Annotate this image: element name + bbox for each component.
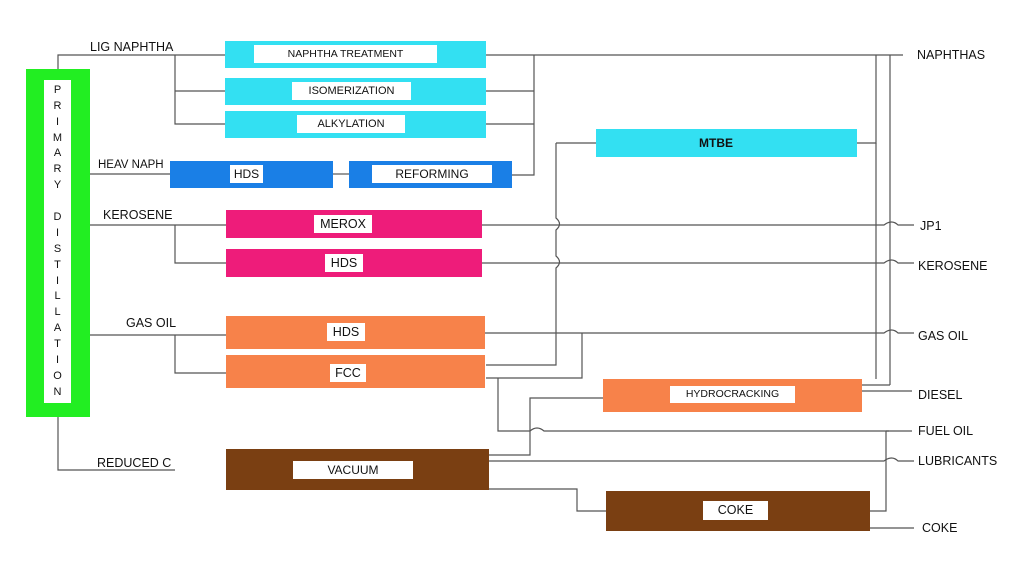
product-lubricants: LUBRICANTS <box>918 454 998 468</box>
isomerization-label: ISOMERIZATION <box>292 82 411 100</box>
distillation-letter: Y <box>53 179 62 192</box>
product-jp1: JP1 <box>920 219 942 233</box>
hds-to-gasoil-line <box>485 329 914 334</box>
distillation-letter: I <box>55 115 60 128</box>
hds-to-kerosene-line <box>482 259 914 264</box>
lig-naphtha-line <box>57 54 225 69</box>
product-naphthas: NAPHTHAS <box>917 48 986 62</box>
distillation-letter: N <box>53 385 62 398</box>
distillation-letter: P <box>53 83 62 96</box>
hds-kerosene-label: HDS <box>325 254 363 272</box>
hds-gas-oil-label: HDS <box>327 323 365 341</box>
distillation-letter: L <box>54 290 61 303</box>
merox-label: MEROX <box>314 215 372 233</box>
stream-kerosene: KEROSENE <box>103 208 173 222</box>
hydrocracking-label: HYDROCRACKING <box>670 386 795 403</box>
distillation-letter <box>56 196 59 207</box>
reduced-c-line <box>57 417 175 471</box>
product-kerosene: KEROSENE <box>918 259 988 273</box>
distillation-letter: T <box>54 338 61 351</box>
distillation-letter: A <box>53 322 62 335</box>
coke-unit-label: COKE <box>703 501 768 520</box>
distillation-letter: D <box>53 211 62 224</box>
reforming-label: REFORMING <box>372 165 492 183</box>
coke-outlets <box>870 431 914 529</box>
fcc-label: FCC <box>330 364 366 382</box>
hds-heavy-naphtha-label: HDS <box>230 165 263 183</box>
mtbe-label: MTBE <box>690 134 742 152</box>
stream-heav-naph: HEAV NAPH <box>98 159 164 171</box>
stream-reduced-c: REDUCED C <box>97 456 172 470</box>
distillation-letter: I <box>55 226 60 239</box>
vacuum-to-lubricants-line <box>489 457 914 462</box>
distillation-letter: I <box>55 274 60 287</box>
stream-gas-oil: GAS OIL <box>126 316 177 330</box>
product-gas-oil: GAS OIL <box>918 329 969 343</box>
vacuum-label: VACUUM <box>293 461 413 479</box>
product-coke: COKE <box>922 521 958 535</box>
naphtha-collector <box>486 54 903 176</box>
distillation-letter: L <box>54 306 61 319</box>
vacuum-to-hydrocracking-line <box>489 397 603 456</box>
hydrocracking-to-diesel-line <box>862 143 912 392</box>
gas-oil-lines <box>90 334 226 374</box>
lig-naphtha-branches <box>174 55 225 125</box>
distillation-letter: T <box>54 258 61 271</box>
distillation-letter: O <box>53 369 62 382</box>
distillation-letter: R <box>53 99 62 112</box>
alkylation-label: ALKYLATION <box>297 115 405 133</box>
product-fuel-oil: FUEL OIL <box>918 424 974 438</box>
distillation-letter: I <box>55 354 60 367</box>
kerosene-lines <box>90 224 226 264</box>
fcc-to-mtbe-line <box>486 142 596 366</box>
distillation-letter: A <box>53 147 62 160</box>
product-diesel: DIESEL <box>918 388 963 402</box>
mtbe-to-naphthas <box>857 55 891 385</box>
naphtha-treatment-label: NAPHTHA TREATMENT <box>254 45 437 63</box>
merox-to-jp1-line <box>482 221 914 226</box>
vacuum-to-coke-line <box>489 488 606 512</box>
distillation-letter: M <box>52 131 63 144</box>
distillation-letter: R <box>53 163 62 176</box>
distillation-letter: S <box>53 242 62 255</box>
fcc-to-gasoil-line <box>486 333 583 379</box>
stream-lig-naphtha: LIG NAPHTHA <box>90 40 174 54</box>
